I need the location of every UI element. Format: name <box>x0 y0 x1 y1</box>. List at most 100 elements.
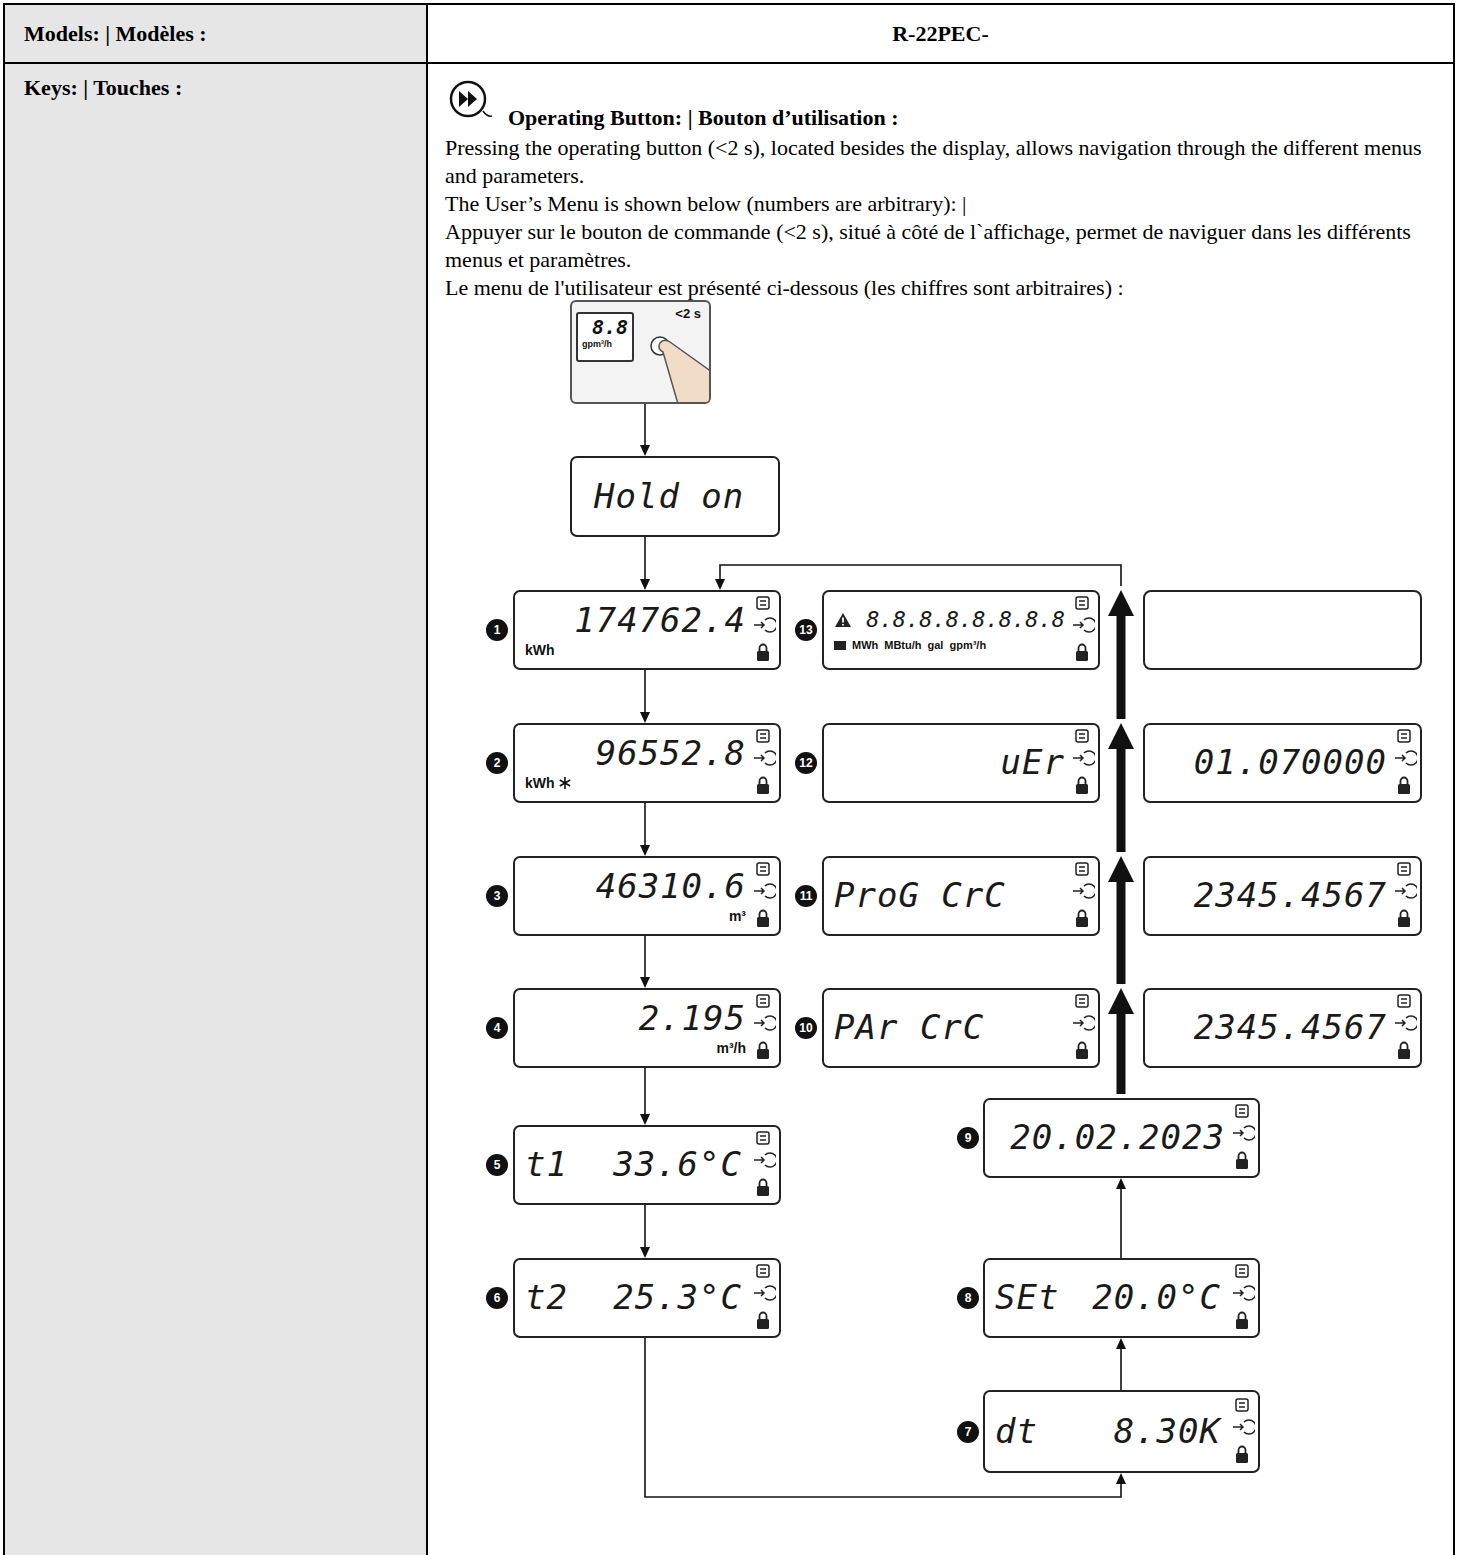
connector <box>1108 988 1134 1094</box>
connector <box>1108 856 1134 984</box>
lock-icon <box>1236 1159 1248 1169</box>
lcd-screen: t133.6°C <box>513 1125 781 1205</box>
paragraph: The User’s Menu is shown below (numbers … <box>445 190 1430 218</box>
callout-number: 12 <box>795 752 817 774</box>
lock-icon <box>1079 1043 1086 1050</box>
lock-icon <box>757 917 769 927</box>
lcd-screen: 174762.4kWh <box>513 590 781 670</box>
status-icons <box>1391 858 1417 934</box>
lcd-value: 01.070000 <box>1194 744 1387 781</box>
button-triangle <box>459 91 468 107</box>
warning-symbol <box>835 613 851 627</box>
blank-display <box>1144 591 1421 669</box>
lcd-area: 2.195m³/h <box>515 990 750 1066</box>
lcd-value: 174762.4 <box>574 602 746 639</box>
connection-icon <box>1233 1286 1255 1300</box>
connector <box>640 537 650 590</box>
lcd-value: uEr <box>1001 744 1065 781</box>
arrowhead <box>1116 1473 1126 1484</box>
status-icons <box>1069 990 1095 1066</box>
lcd-screen: 2345.4567 <box>1143 856 1422 936</box>
lcd-screen: 8.8.8.8.8.8.8.8MWhMBtu/hgalgpm³/h <box>822 590 1100 670</box>
arrowhead <box>640 712 650 723</box>
status-icons <box>1229 1100 1255 1176</box>
lcd-label: dt <box>995 1413 1038 1450</box>
lcd-screen: 2345.4567 <box>1143 988 1422 1068</box>
connector-line <box>644 803 646 846</box>
connector-line <box>644 537 646 580</box>
lcd-area: 01.070000 <box>1145 725 1391 801</box>
lcd-label: PAr CrC <box>834 1009 984 1046</box>
connector <box>640 1068 650 1125</box>
lcd-screen: Hold on <box>570 456 780 537</box>
lcd-screen: 46310.6m³ <box>513 856 781 936</box>
lock-icon <box>1401 911 1408 918</box>
connector <box>1116 1178 1126 1258</box>
connector <box>715 565 1121 590</box>
lock-icon <box>1236 1319 1248 1329</box>
connection-icon <box>1073 751 1095 765</box>
refresh-icon <box>1076 995 1088 1007</box>
connector <box>640 936 650 988</box>
lock-icon <box>1076 917 1088 927</box>
unit-text: gpm³/h <box>949 638 986 652</box>
lcd-row: 20.02.2023 <box>995 1119 1225 1156</box>
callout-number: 7 <box>957 1421 979 1443</box>
lcd-row: SEt20.0°C <box>995 1279 1225 1316</box>
lcd-row: 2345.4567 <box>1155 1009 1387 1046</box>
refresh-icon <box>1398 863 1410 875</box>
lock-icon <box>1398 784 1410 794</box>
table-content-cell: Operating Button: | Bouton d’utilisation… <box>428 64 1455 1555</box>
lcd-screen: 2.195m³/h <box>513 988 781 1068</box>
refresh-icon <box>757 597 769 609</box>
log-symbol <box>834 641 846 650</box>
connection-icon <box>1395 1016 1417 1030</box>
lcd-screen: t225.3°C <box>513 1258 781 1338</box>
lock-icon <box>1398 917 1410 927</box>
refresh-icon <box>757 730 769 742</box>
connector-line <box>1117 748 1126 852</box>
connector-line <box>644 1205 646 1248</box>
lcd-screen: 20.02.2023 <box>983 1098 1260 1178</box>
lcd-area: t133.6°C <box>515 1127 750 1203</box>
lcd-screen: PAr CrC <box>822 988 1100 1068</box>
lcd-value: 20.0°C <box>1092 1279 1221 1316</box>
status-icons <box>750 725 776 801</box>
connection-icon <box>1073 884 1095 898</box>
connector-line <box>644 404 646 446</box>
lcd-area: 8.8.8.8.8.8.8.8MWhMBtu/hgalgpm³/h <box>824 592 1069 668</box>
lock-icon <box>757 784 769 794</box>
lcd-label: t1 <box>525 1146 568 1183</box>
lcd-value: 96552.8 <box>596 735 746 772</box>
unit-text: MWh <box>852 638 878 652</box>
refresh-icon <box>760 734 766 738</box>
lcd-row: 01.070000 <box>1155 744 1387 781</box>
connection-icon <box>1233 1420 1255 1434</box>
refresh-icon <box>1236 1265 1248 1277</box>
cooling-symbol <box>558 776 572 790</box>
refresh-icon <box>760 601 766 605</box>
lock-icon <box>1236 1453 1248 1463</box>
lcd-area: t225.3°C <box>515 1260 750 1336</box>
connection-icon <box>754 1153 776 1167</box>
arrowhead <box>1116 1178 1126 1189</box>
paragraph: Pressing the operating button (<2 s), lo… <box>445 134 1430 190</box>
status-icons <box>750 592 776 668</box>
lcd-row: 2.195 <box>525 1000 746 1037</box>
callout-number: 13 <box>795 619 817 641</box>
lock-icon <box>1401 1043 1408 1050</box>
callout-number: 8 <box>957 1287 979 1309</box>
arrowhead <box>640 1247 650 1258</box>
callout-number: 2 <box>486 752 508 774</box>
connector-line <box>1120 1348 1122 1390</box>
lock-icon <box>1239 1153 1246 1160</box>
lock-icon <box>757 1319 769 1329</box>
lock-icon <box>1239 1313 1246 1320</box>
lock-icon <box>1079 645 1086 652</box>
lcd-row: t133.6°C <box>525 1146 746 1183</box>
refresh-icon <box>757 1132 769 1144</box>
status-icons <box>750 1127 776 1203</box>
cell-text: Keys: | Touches : <box>24 74 407 102</box>
connector <box>1116 1338 1126 1390</box>
callout-number: 1 <box>486 619 508 641</box>
